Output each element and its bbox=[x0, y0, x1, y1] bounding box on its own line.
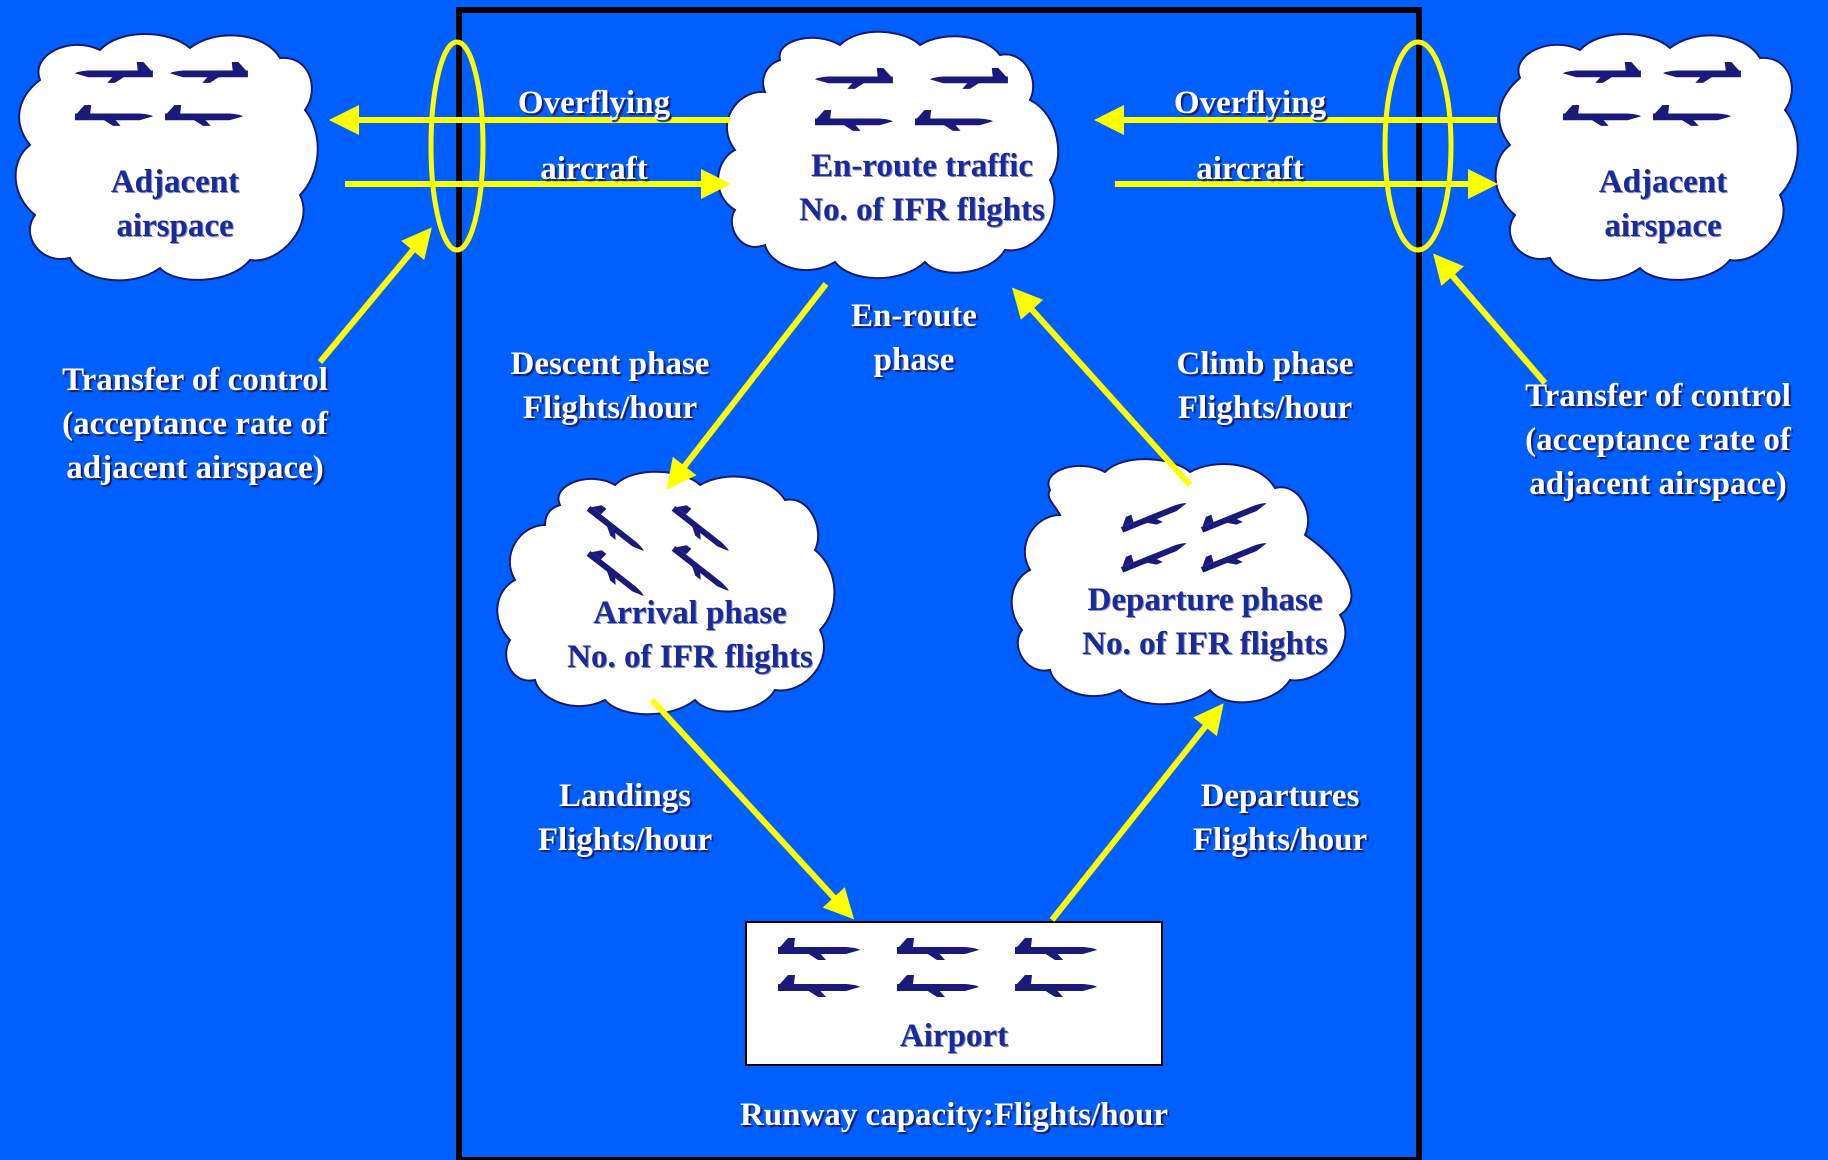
cloud-adjacent-left bbox=[14, 33, 319, 282]
label-landings: Landings Flights/hour bbox=[537, 778, 713, 858]
cloud-enroute bbox=[717, 30, 1060, 280]
label-transfer-right: Transfer of control (acceptance rate of … bbox=[1525, 378, 1791, 502]
label-runway-capacity: Runway capacity:Flights/hour bbox=[739, 1097, 1169, 1133]
label-overflying-right: Overflying aircraft bbox=[1173, 85, 1327, 187]
transfer-boundary-left bbox=[428, 39, 486, 253]
cloud-adjacent-right bbox=[1494, 33, 1799, 282]
label-enroute-phase: En-route phase bbox=[851, 298, 977, 378]
node-arrival: Arrival phase No. of IFR flights bbox=[567, 595, 813, 675]
label-departures: Departures Flights/hour bbox=[1192, 778, 1368, 858]
node-airport: Airport bbox=[899, 1018, 1009, 1054]
arrow-transfer-right bbox=[1433, 253, 1548, 385]
controlled-airspace-frame bbox=[456, 7, 1422, 1160]
label-transfer-left: Transfer of control (acceptance rate of … bbox=[62, 362, 328, 486]
arrow-landings bbox=[649, 697, 855, 920]
label-descent: Descent phase Flights/hour bbox=[510, 346, 710, 426]
arrow-transfer-left bbox=[317, 227, 432, 364]
node-enroute: En-route traffic No. of IFR flights bbox=[799, 148, 1045, 228]
node-departure: Departure phase No. of IFR flights bbox=[1082, 582, 1328, 662]
arrow-climb bbox=[1011, 287, 1193, 488]
label-overflying-left: Overflying aircraft bbox=[517, 85, 671, 187]
transfer-boundary-right bbox=[1382, 39, 1454, 253]
arrow-departures bbox=[1049, 703, 1224, 922]
cloud-departure bbox=[1010, 458, 1353, 706]
node-adjacent-right: Adjacent airspace bbox=[1598, 164, 1728, 244]
label-climb: Climb phase Flights/hour bbox=[1176, 346, 1354, 426]
node-adjacent-left: Adjacent airspace bbox=[110, 164, 240, 244]
cloud-arrival bbox=[496, 470, 836, 716]
arrow-descent bbox=[666, 282, 829, 490]
